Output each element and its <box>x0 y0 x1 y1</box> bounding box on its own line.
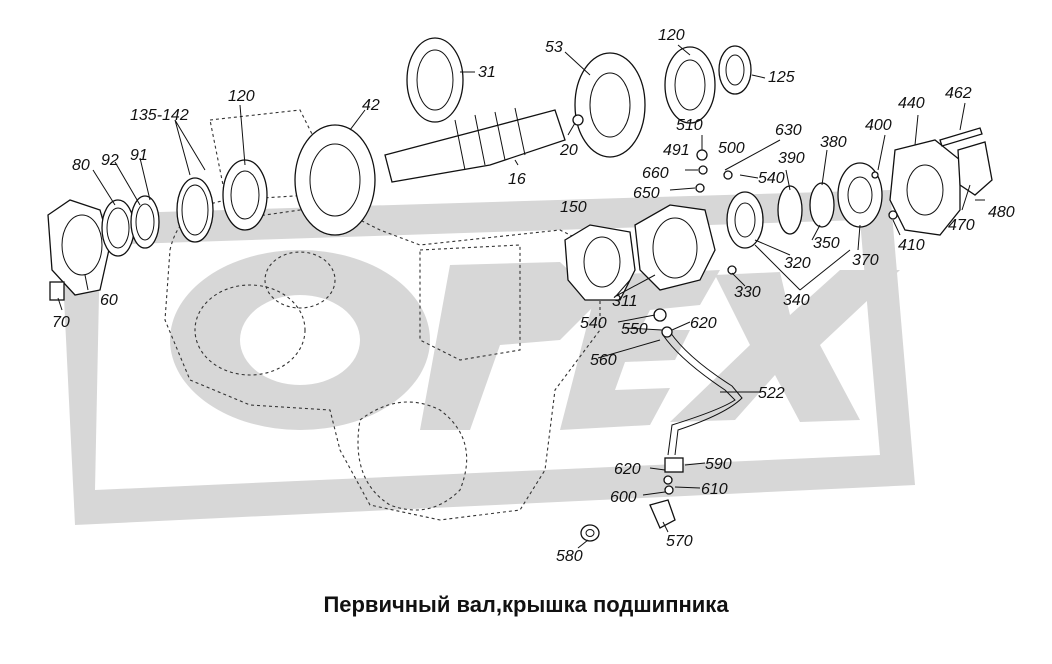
callout-500: 500 <box>718 140 745 157</box>
callout-660: 660 <box>642 165 669 182</box>
callout-440: 440 <box>898 95 925 112</box>
callout-120-left: 120 <box>228 88 255 105</box>
callout-125: 125 <box>768 69 795 86</box>
part-31-ring <box>406 37 464 123</box>
part-390-ring <box>777 185 803 235</box>
callout-150: 150 <box>560 199 587 216</box>
part-440-housing <box>889 139 961 236</box>
part-370-flange <box>837 162 883 228</box>
callout-550: 550 <box>621 321 648 338</box>
callout-380: 380 <box>820 134 847 151</box>
part-80-cover <box>47 199 111 296</box>
part-340-seal <box>726 191 764 249</box>
part-311-bearing-cover <box>634 204 716 291</box>
leader-lines <box>57 44 985 549</box>
callout-560: 560 <box>590 352 617 369</box>
callout-522: 522 <box>758 385 785 402</box>
callout-540-mid: 540 <box>580 315 607 332</box>
callout-16: 16 <box>508 171 526 188</box>
callout-120-top: 120 <box>658 27 685 44</box>
callout-570: 570 <box>666 533 693 550</box>
callout-470: 470 <box>948 217 975 234</box>
part-570-fitting <box>649 457 684 529</box>
part-125-ring <box>718 45 752 95</box>
callout-330: 330 <box>734 284 761 301</box>
callout-491: 491 <box>663 142 690 159</box>
callout-135-142: 135-142 <box>130 107 189 124</box>
callout-400: 400 <box>865 117 892 134</box>
callout-620-low: 620 <box>614 461 641 478</box>
callout-340: 340 <box>783 292 810 309</box>
part-350-ring <box>809 182 835 228</box>
callout-60: 60 <box>100 292 118 309</box>
diagram-caption: Первичный вал,крышка подшипника <box>323 592 729 617</box>
callout-31: 31 <box>478 64 496 81</box>
callout-510: 510 <box>676 117 703 134</box>
part-60-seal-rings <box>101 195 160 257</box>
small-fittings <box>572 114 898 495</box>
callout-311: 311 <box>612 293 638 310</box>
callout-80: 80 <box>72 157 90 174</box>
part-462-bolt <box>939 127 983 147</box>
callout-580: 580 <box>556 548 583 565</box>
callout-620-mid: 620 <box>690 315 717 332</box>
callout-53: 53 <box>545 39 563 56</box>
part-70-bolt <box>49 281 65 301</box>
part-470-plate <box>957 141 993 196</box>
callout-590: 590 <box>705 456 732 473</box>
part-16-primary-shaft <box>384 107 566 183</box>
callout-480: 480 <box>988 204 1015 221</box>
part-53-gear <box>574 52 646 158</box>
callout-350: 350 <box>813 235 840 252</box>
callout-650: 650 <box>633 185 660 202</box>
part-150-cover <box>564 224 636 301</box>
callout-91: 91 <box>130 147 148 164</box>
callout-630: 630 <box>775 122 802 139</box>
callout-labels: 31 53 120 125 120 135-142 42 16 20 510 6… <box>52 27 1015 565</box>
callout-462: 462 <box>945 85 972 102</box>
part-120-bearing-left <box>222 159 268 231</box>
part-42-gear <box>294 124 376 236</box>
callout-92: 92 <box>101 152 119 169</box>
callout-320: 320 <box>784 255 811 272</box>
callout-540-top: 540 <box>758 170 785 187</box>
callout-20: 20 <box>559 142 578 159</box>
part-135-142-shims <box>176 177 214 243</box>
part-580-nut <box>580 524 600 542</box>
callout-370: 370 <box>852 252 879 269</box>
callout-390: 390 <box>778 150 805 167</box>
callout-70: 70 <box>52 314 70 331</box>
callout-410: 410 <box>898 237 925 254</box>
callout-610: 610 <box>701 481 728 498</box>
callout-600: 600 <box>610 489 637 506</box>
part-120-bearing-right <box>664 46 716 124</box>
callout-42: 42 <box>362 97 380 114</box>
